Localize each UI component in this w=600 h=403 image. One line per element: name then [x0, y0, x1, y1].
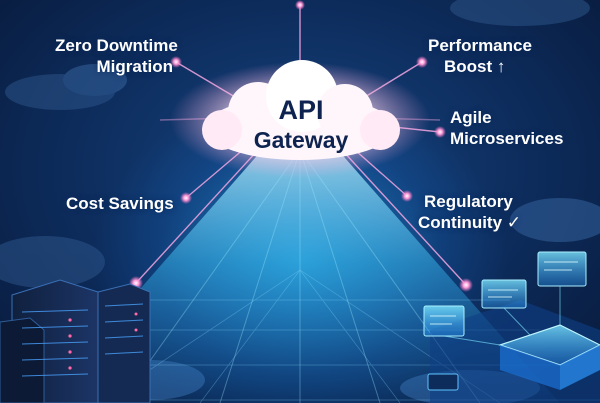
label-zero-downtime-migration: Zero Downtime Migration	[55, 35, 178, 77]
label-line: Regulatory	[424, 192, 513, 211]
api-gateway-cloud	[170, 60, 430, 178]
label-line: Boost ↑	[444, 57, 506, 76]
label-performance-boost: Performance Boost ↑	[428, 35, 558, 77]
label-line: Microservices	[450, 129, 564, 148]
label-line: Agile	[450, 108, 492, 127]
api-gateway-title: API Gateway	[230, 95, 372, 155]
label-line: Cost Savings	[66, 194, 174, 213]
label-agile-microservices: Agile Microservices	[450, 107, 590, 149]
label-regulatory-continuity: Regulatory Continuity ✓	[418, 191, 568, 233]
title-line-2: Gateway	[253, 127, 349, 153]
label-line: Performance	[428, 36, 532, 55]
server-racks	[0, 279, 151, 403]
title-line-1: API	[278, 95, 324, 125]
label-line: Continuity ✓	[418, 213, 522, 232]
label-cost-savings: Cost Savings	[66, 193, 186, 214]
label-line: Zero Downtime	[55, 36, 178, 55]
microservice-panels	[423, 251, 600, 403]
label-line: Migration	[96, 57, 174, 76]
